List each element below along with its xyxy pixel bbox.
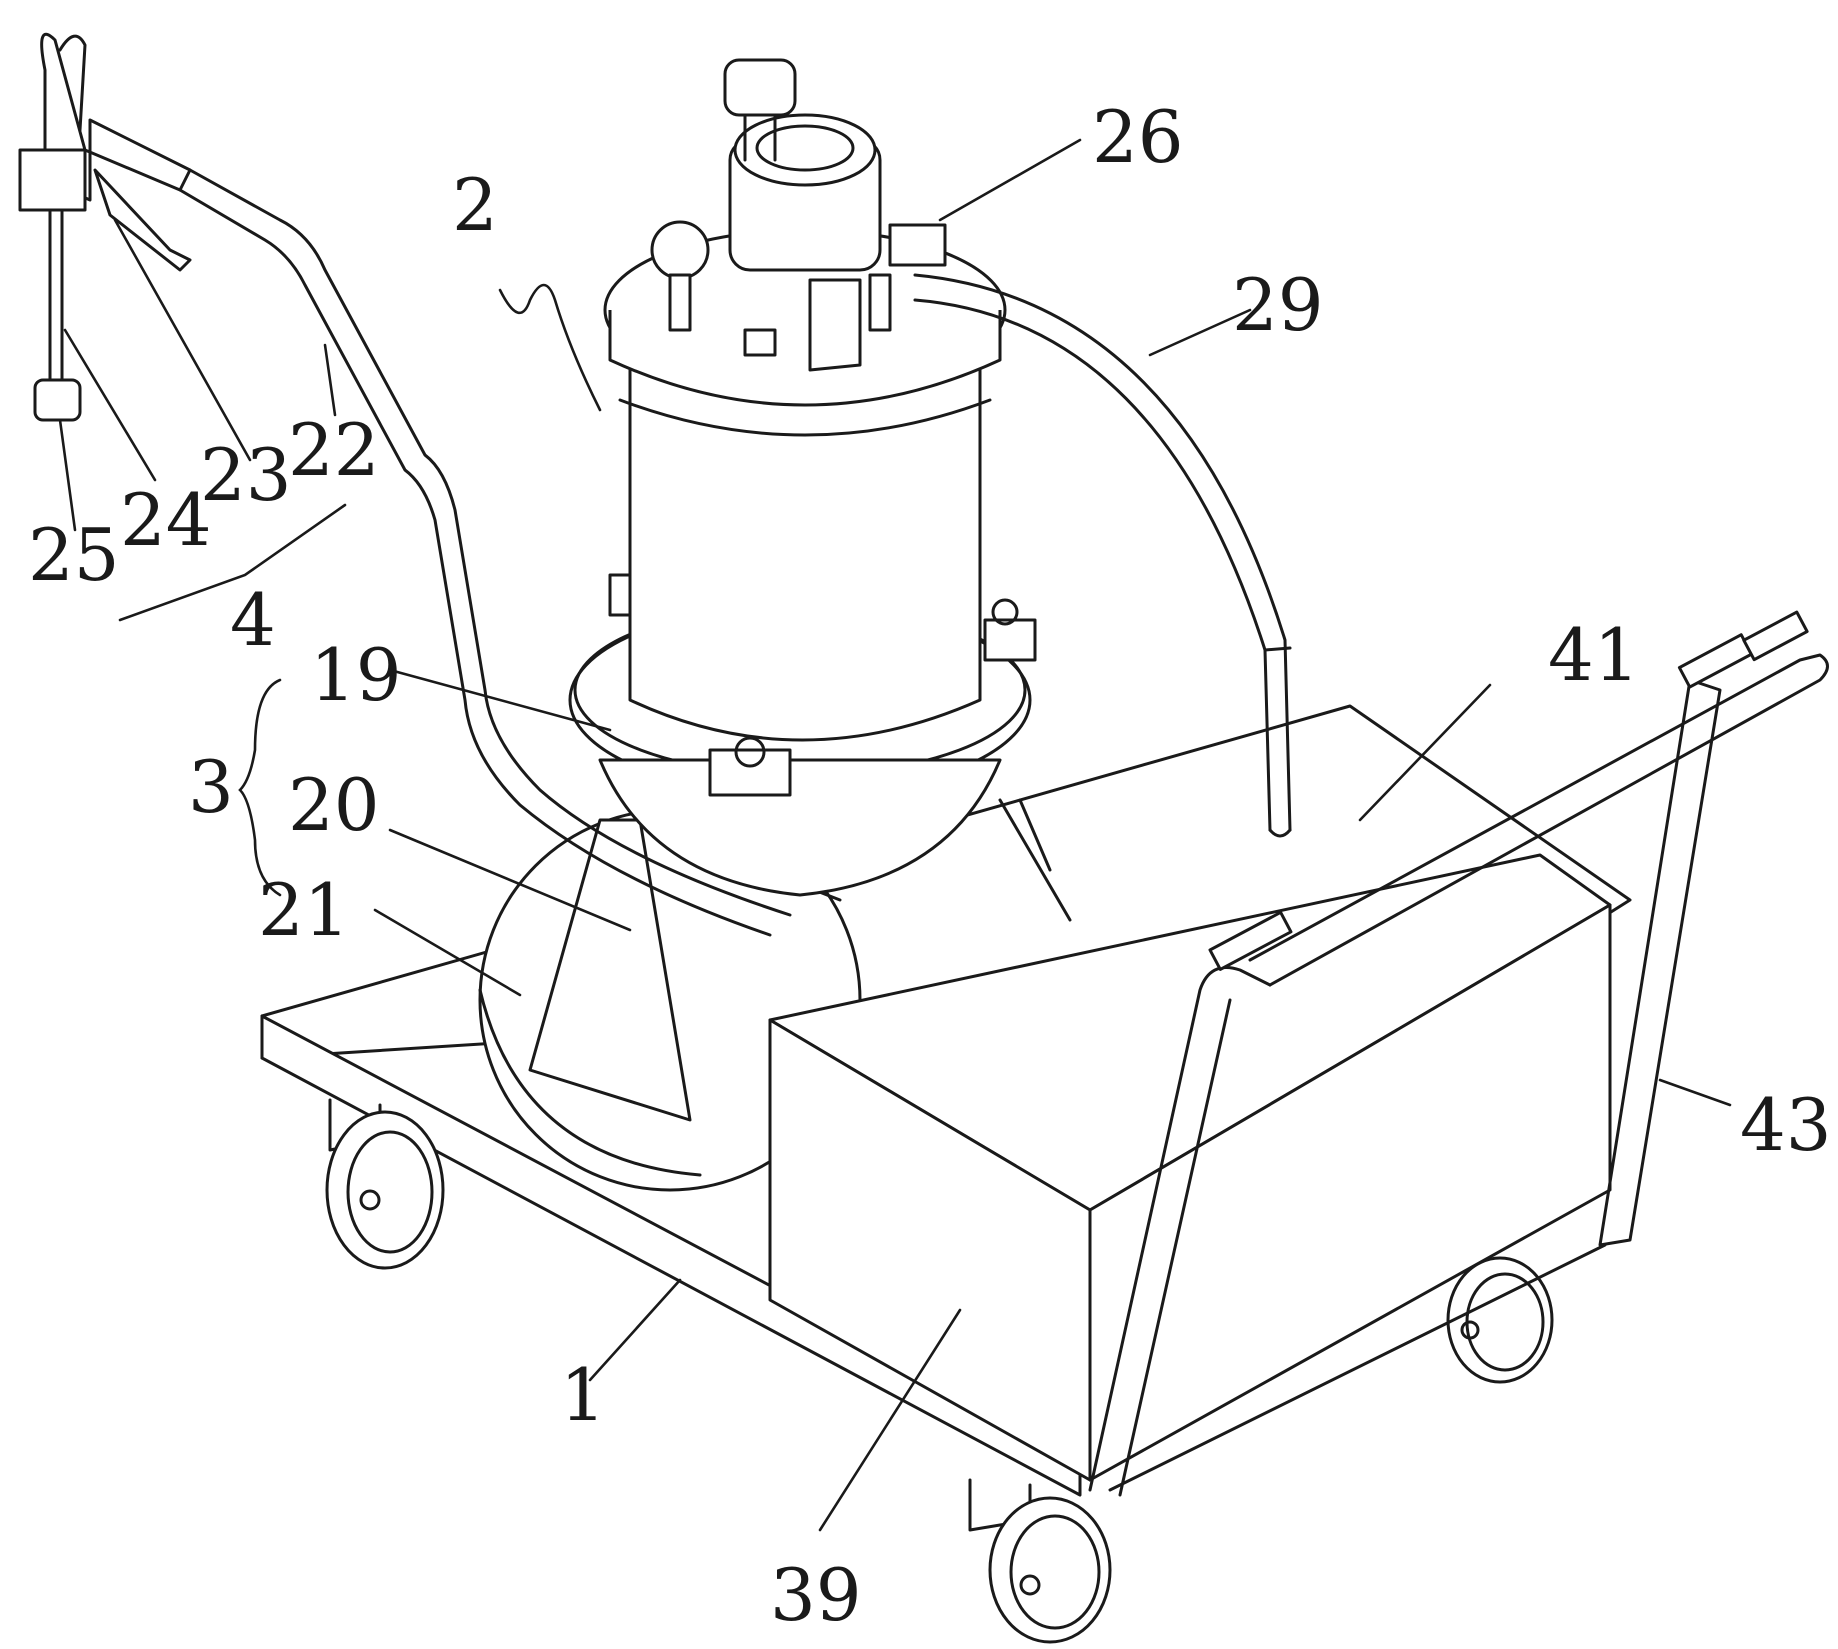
label-1: 1 [560, 1353, 606, 1437]
tank-assembly [568, 58, 1037, 897]
spray-gun-assembly [18, 32, 792, 937]
label-29: 29 [1232, 263, 1324, 347]
label-39: 39 [770, 1553, 862, 1637]
leader-lines [58, 138, 1732, 1532]
label-21: 21 [258, 868, 350, 952]
label-22: 22 [288, 408, 380, 492]
wheel-front-left [325, 1098, 445, 1270]
label-23: 23 [200, 433, 292, 517]
label-19: 19 [310, 633, 402, 717]
label-41: 41 [1548, 613, 1640, 697]
wheel-rear-right [1446, 1256, 1554, 1384]
hose [913, 273, 1292, 838]
label-43: 43 [1740, 1083, 1832, 1167]
wheel-front-right [968, 1478, 1112, 1644]
label-24: 24 [120, 478, 212, 562]
label-25: 25 [28, 513, 120, 597]
push-handle-frame [1088, 610, 1829, 1497]
label-3: 3 [188, 745, 234, 829]
label-20: 20 [288, 763, 380, 847]
label-4: 4 [230, 578, 276, 662]
label-26: 26 [1092, 95, 1184, 179]
label-2: 2 [452, 163, 498, 247]
reference-labels: 2 26 29 22 23 24 25 4 19 3 20 21 41 43 1… [28, 95, 1832, 1637]
